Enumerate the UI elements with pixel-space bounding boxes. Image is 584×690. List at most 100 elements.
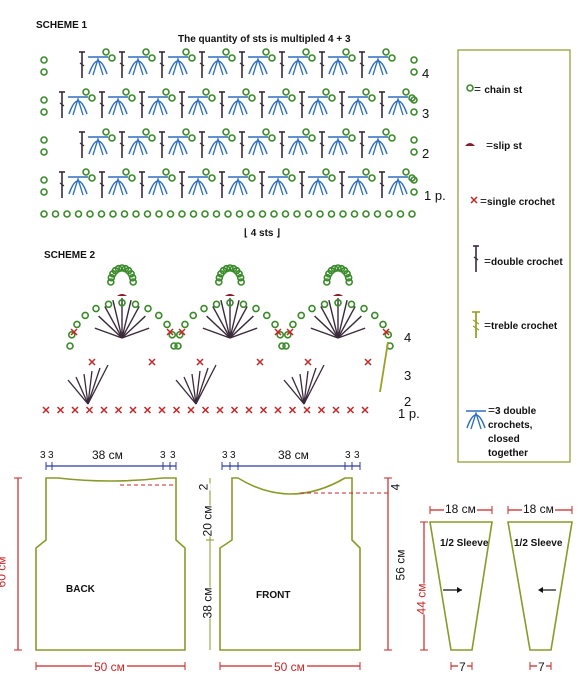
sleeve-right-outline xyxy=(507,521,573,651)
chain-icon xyxy=(222,48,230,56)
double-crochet-icon xyxy=(303,364,325,405)
slip-st-icon xyxy=(117,294,127,296)
chain-icon xyxy=(163,320,171,329)
chain-icon xyxy=(242,168,250,176)
s1-repeat-text: 4 sts xyxy=(250,228,274,239)
chain-icon xyxy=(40,108,48,116)
double-crochet-icon xyxy=(206,315,231,339)
chain-icon xyxy=(247,210,255,218)
double-crochet-icon xyxy=(202,327,231,339)
double-crochet-icon xyxy=(473,245,479,272)
double-crochet-icon xyxy=(179,171,185,198)
back-width: 50 см xyxy=(92,660,127,674)
chain-icon xyxy=(328,94,336,102)
single-crochet-icon xyxy=(346,406,355,414)
legend-box xyxy=(457,49,571,463)
chain-icon xyxy=(104,300,113,309)
s1-repeat-label: ⌊ 4 sts ⌋ xyxy=(244,228,281,239)
cluster-icon xyxy=(148,96,168,116)
legend-dc: =double crochet xyxy=(484,254,563,268)
chain-icon xyxy=(308,134,316,142)
legend-slip: =slip st xyxy=(486,138,522,152)
chain-icon xyxy=(120,210,129,218)
chain-icon xyxy=(142,128,150,136)
single-crochet-icon xyxy=(332,406,340,414)
chain-icon xyxy=(208,174,216,182)
chain-icon xyxy=(128,94,136,102)
chain-icon xyxy=(348,54,356,62)
chain-icon xyxy=(215,273,224,282)
double-crochet-icon xyxy=(159,131,165,158)
chain-icon xyxy=(40,188,48,196)
single-crochet-icon xyxy=(56,406,65,414)
chain-icon xyxy=(127,269,135,278)
scheme2-title: SCHEME 2 xyxy=(44,250,96,261)
chain-icon xyxy=(344,273,353,282)
chain-icon xyxy=(131,300,140,309)
chain-icon xyxy=(212,210,221,218)
chain-icon xyxy=(155,210,163,218)
double-crochet-icon xyxy=(112,299,123,339)
double-crochet-icon xyxy=(99,171,105,198)
chain-icon xyxy=(122,168,130,176)
double-crochet-icon xyxy=(199,131,205,158)
double-crochet-icon xyxy=(98,315,123,339)
double-crochet-icon xyxy=(379,171,385,198)
sleeve-right-bottom-width: 7 xyxy=(537,660,546,674)
double-crochet-icon xyxy=(219,171,225,198)
single-crochet-icon xyxy=(364,358,372,366)
chain-icon xyxy=(40,68,48,76)
double-crochet-icon xyxy=(339,91,345,118)
double-crochet-icon xyxy=(59,171,65,198)
double-crochet-icon xyxy=(79,51,85,78)
single-crochet-icon xyxy=(42,406,50,414)
cluster-icon xyxy=(288,136,308,156)
chain-icon xyxy=(202,168,210,176)
back-top-3d: 3 xyxy=(170,450,176,461)
chain-icon xyxy=(128,174,136,182)
chain-icon xyxy=(308,304,316,313)
single-crochet-icon xyxy=(230,406,239,414)
chain-icon xyxy=(92,304,100,313)
cluster-icon xyxy=(248,56,268,76)
single-crochet-icon xyxy=(178,328,186,336)
chain-icon xyxy=(88,94,96,102)
cluster-icon xyxy=(268,176,288,196)
cluster-icon xyxy=(88,136,108,156)
cluster-icon xyxy=(228,96,248,116)
chain-icon xyxy=(237,278,245,286)
double-crochet-icon xyxy=(183,376,197,405)
chain-icon xyxy=(144,304,152,313)
front-height: 56 см xyxy=(393,549,408,581)
single-crochet-icon xyxy=(303,406,311,414)
cluster-icon xyxy=(388,96,408,116)
chain-icon xyxy=(343,269,351,278)
chain-icon xyxy=(222,128,230,136)
cluster-icon xyxy=(208,136,228,156)
chain-icon xyxy=(320,300,329,309)
chain-icon xyxy=(122,88,130,96)
chain-icon xyxy=(362,88,370,96)
front-neck-width: 38 см xyxy=(278,448,309,462)
chain-icon xyxy=(466,84,474,92)
single-crochet-icon xyxy=(114,406,123,414)
chain-icon xyxy=(188,134,196,142)
cluster-icon xyxy=(368,56,388,76)
double-crochet-icon xyxy=(219,91,225,118)
single-crochet-icon xyxy=(129,406,137,414)
slip-st-icon xyxy=(225,294,235,296)
chain-icon xyxy=(88,174,96,182)
cluster-icon xyxy=(248,136,268,156)
single-crochet-icon xyxy=(172,406,181,414)
chain-icon xyxy=(248,174,256,182)
front-lower: 38 см xyxy=(200,587,215,619)
chain-icon xyxy=(40,96,48,104)
chain-icon xyxy=(368,94,376,102)
chain-icon xyxy=(73,320,81,329)
chain-icon xyxy=(402,88,410,96)
chain-icon xyxy=(66,342,74,350)
double-crochet-icon xyxy=(239,131,245,158)
double-crochet-icon xyxy=(87,364,109,405)
chain-icon xyxy=(40,176,48,184)
